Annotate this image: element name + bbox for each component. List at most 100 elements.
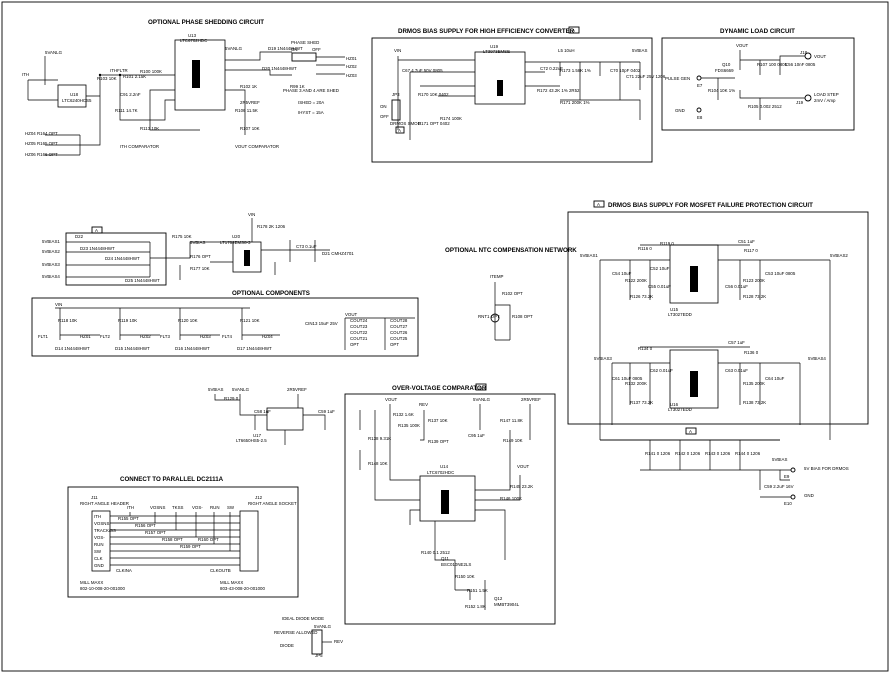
- opt-r119: R119 10K: [118, 318, 137, 323]
- pin-gnd: GND: [94, 563, 104, 568]
- r113-label: R113 10K: [140, 126, 159, 131]
- j11-desc: RIGHT ANGLE HEADER: [80, 501, 129, 506]
- drmos-smod-label: DRMOS SMOD: [390, 121, 421, 126]
- phase-shed-off: OFF: [312, 47, 321, 52]
- r157-label: R157 OPT: [145, 530, 166, 535]
- j12-part: 803-43-008-20-001000: [220, 586, 265, 591]
- ideal-diode-title: IDEAL DIODE MODE: [282, 616, 324, 621]
- ntc-itemp: ITEMP: [490, 274, 503, 279]
- u17-part: LT6650HS5-2.5: [236, 438, 267, 443]
- c57-label: C57 1uF: [728, 340, 745, 345]
- drmos-vin-label: VIN: [394, 48, 401, 53]
- ovc-r147: R147 11.8K: [500, 418, 523, 423]
- u20-part: LT1762EMS8-3: [220, 240, 251, 245]
- ovc-r138: R138 9.31K: [368, 436, 391, 441]
- ovc-tag-text: A: [479, 385, 482, 390]
- drmos-smod-tag-text: A: [398, 128, 401, 133]
- e7-terminal[interactable]: [696, 75, 702, 81]
- ovc-r149: R149 10K: [503, 438, 523, 443]
- jp4-jumper[interactable]: [291, 52, 317, 62]
- e10-terminal[interactable]: [790, 494, 796, 500]
- r176-label: R176 OPT: [190, 254, 211, 259]
- c91-label: C91 2.2nF: [120, 92, 141, 97]
- phase-shed-label: PHASE SHED: [291, 40, 319, 45]
- opt-flt3: FLT3: [160, 334, 170, 339]
- cout22: COUT22: [350, 330, 368, 335]
- ovc-r146: R146 100K: [500, 496, 522, 501]
- c73-label: C73 0.1uF: [296, 244, 317, 249]
- drmos-smod-tag: [395, 126, 405, 134]
- r107-label: R107 10K: [240, 126, 260, 131]
- top-vosns: VOSNS: [150, 505, 165, 510]
- q10-part: FDS6669: [715, 68, 734, 73]
- r102-label: R102 1K: [240, 84, 257, 89]
- top-ith: ITH: [127, 505, 134, 510]
- ovc-r148: R148 10K: [368, 461, 388, 466]
- r101-label: R101 2.15K: [123, 74, 146, 79]
- e10-label: E10: [784, 501, 792, 506]
- r144-label: R144 0 1206: [735, 451, 761, 456]
- u13-label: U13: [188, 33, 197, 38]
- j12-connector[interactable]: [239, 510, 259, 572]
- cout26: COUT26: [390, 330, 408, 335]
- d19-label: D19 1N4448HWT: [268, 46, 303, 51]
- drmos-bias-title: DRMOS BIAS SUPPLY FOR HIGH EFFICIENCY CO…: [398, 28, 575, 35]
- opt-hz01: HZ01: [80, 334, 91, 339]
- cout-opt-2: OPT: [390, 342, 399, 347]
- ntc-network: OPTIONAL NTC COMPENSATION NETWORK ITEMP …: [445, 247, 577, 341]
- phase-shedding-title: OPTIONAL PHASE SHEDDING CIRCUIT: [148, 19, 264, 26]
- opt-r121: R121 10K: [240, 318, 260, 323]
- c54-label: C54 10uF: [612, 271, 632, 276]
- pulse-gen-label: PULSE GEN: [665, 76, 690, 81]
- r129-label: R129 0: [224, 396, 239, 401]
- phase-shedding-circuit: OPTIONAL PHASE SHEDDING CIRCUIT U13 LTC6…: [22, 19, 357, 157]
- clkina-label: CLKINA: [116, 568, 132, 573]
- ref-5vbias: 5VBIAS: [208, 387, 223, 392]
- r172-label: R172 43.2K 1% 2R52: [537, 88, 580, 93]
- hz03-label: HZ03: [346, 73, 357, 78]
- u13-part: LTC6702HDC: [180, 38, 207, 43]
- u18-part: LTC6240HCS5: [62, 98, 92, 103]
- u20-pad: [244, 250, 250, 266]
- opt-hz02: HZ02: [140, 334, 151, 339]
- r175-label: R175 10K: [172, 234, 192, 239]
- u17-ic: [266, 407, 304, 431]
- c71-label: C71 22uF 25V 1206: [626, 74, 666, 79]
- drmos-on-label: ON: [380, 104, 387, 109]
- e9-label: E9: [784, 474, 790, 479]
- c59b-label: C59 2.2uF 16V: [764, 484, 794, 489]
- c55-label: C55 0.01uF: [648, 284, 671, 289]
- jp5-label: JP5: [315, 653, 323, 658]
- ntc-rnt: RNT1 OPT: [478, 314, 500, 319]
- top-tkss: TKSS: [172, 505, 184, 510]
- r107-dl-label: R107 100 0805: [757, 62, 788, 67]
- jp3-jumper[interactable]: [391, 99, 401, 121]
- mosfet-bias-tag: [593, 200, 605, 208]
- e8-terminal[interactable]: [696, 107, 702, 113]
- r100-label: R100 100K: [140, 69, 162, 74]
- bottom-5vbias: 5VBIAS: [772, 457, 787, 462]
- j11-connector[interactable]: [91, 510, 111, 572]
- r126-label: R126 73.2K: [630, 294, 653, 299]
- ntc-thermistor: [490, 313, 500, 323]
- optional-components-box: [31, 297, 419, 357]
- ovc-r132: R132 1.6K: [393, 412, 414, 417]
- reference-block: U17 LT6650HS5-2.5 5VBIAS 5VANLG 2R5VREF …: [208, 387, 335, 445]
- e9-terminal[interactable]: [790, 467, 796, 473]
- r177-label: R177 10K: [190, 266, 210, 271]
- mosfet-component-labels: R116 0 C51 1uF R117 0 R119 0 C54 10uF C5…: [612, 239, 796, 405]
- mosfet-bias-tag-2-text: A: [689, 429, 692, 434]
- j19-connector[interactable]: [804, 94, 812, 102]
- v5bias4-label: 5VBIAS4: [808, 356, 826, 361]
- opt-r118: R118 10K: [58, 318, 77, 323]
- pin-vos: VOS-: [94, 535, 105, 540]
- in-5vbias1: 5VBIAS1: [42, 239, 60, 244]
- mosfet-bias-tag-text: A: [597, 202, 600, 207]
- drmos-out-label: 5VBIAS: [632, 48, 647, 53]
- c56-label: C56 0.01uF: [725, 284, 748, 289]
- ovc-box: [344, 393, 556, 625]
- r155-label: R155 OPT: [118, 516, 139, 521]
- v5bias1-label: 5VBIAS1: [580, 253, 598, 258]
- bias-gnd: GND: [804, 493, 814, 498]
